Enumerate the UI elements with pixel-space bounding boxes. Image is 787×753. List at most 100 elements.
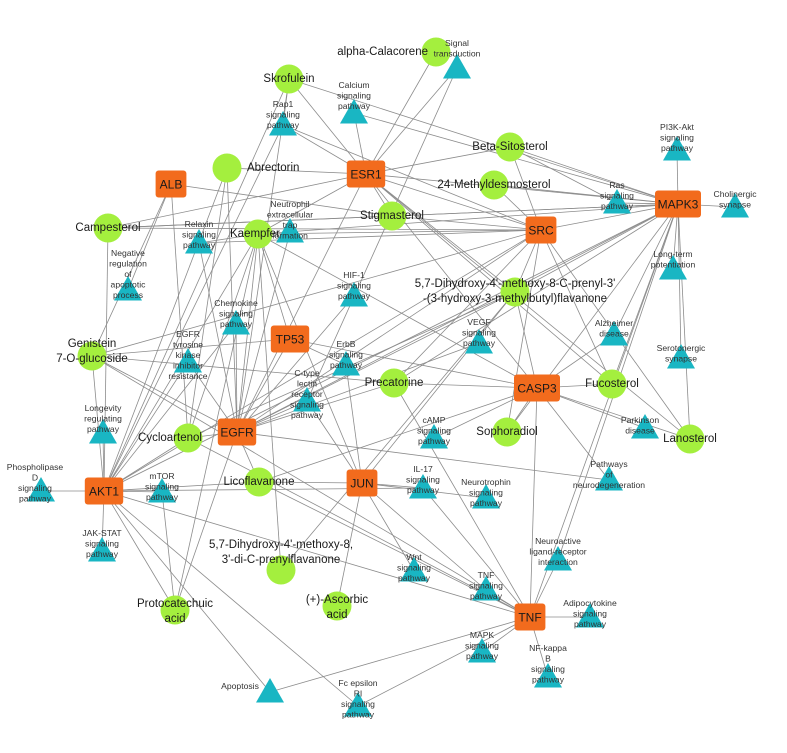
node-fucosterol[interactable]: Fucosterol	[585, 369, 639, 399]
pathway-label: HIF-1	[343, 270, 365, 280]
edge-mapk3-serotonergic	[677, 203, 682, 359]
compound-label: Sophoradiol	[476, 426, 537, 438]
edge-abrectorin-cycloartenol	[187, 167, 228, 439]
node-esr1[interactable]: ESR1	[346, 160, 386, 188]
node-licoflavanone[interactable]: Licoflavanone	[224, 467, 295, 497]
compound-label: acid	[164, 613, 185, 625]
pathway-label: pathway	[291, 410, 324, 420]
pathway-label: process	[113, 290, 143, 300]
node-abrectorin[interactable]: Abrectorin	[212, 153, 300, 183]
pathway-label: pathway	[466, 651, 499, 661]
pathway-label: pathway	[342, 710, 375, 720]
edge-jun-erbb	[345, 364, 363, 484]
node-casp3[interactable]: CASP3	[514, 374, 560, 402]
node-campesterol[interactable]: Campesterol	[75, 213, 141, 243]
node-src[interactable]: SRC	[525, 216, 557, 244]
compound-label: Stigmasterol	[360, 210, 424, 222]
node-skrofulein[interactable]: Skrofulein	[263, 64, 315, 94]
node-diprenylflavanone[interactable]: 5,7-Dihydroxy-4'-methoxy-8,3'-di-C-preny…	[209, 539, 353, 585]
pathway-label: resistance	[168, 371, 207, 381]
pathway-label: disease	[625, 426, 655, 436]
gene-label: SRC	[528, 224, 554, 238]
node-stigmasterol[interactable]: Stigmasterol	[360, 201, 424, 231]
edge-tnf-apoptosis	[269, 616, 531, 693]
compound-node-shape	[379, 368, 409, 398]
node-lanosterol[interactable]: Lanosterol	[663, 424, 717, 454]
node-beta-sitosterol[interactable]: Beta-Sitosterol	[472, 132, 548, 162]
pathway-label: Parkinson	[621, 415, 659, 425]
node-mapk3[interactable]: MAPK3	[655, 190, 701, 218]
node-akt1[interactable]: AKT1	[84, 477, 124, 505]
pathway-node-shape	[174, 348, 202, 373]
edge-jun-ascorbic	[336, 482, 363, 607]
pathway-node-shape	[576, 603, 604, 628]
pathway-label: pathway	[470, 498, 503, 508]
gene-node-shape	[270, 325, 310, 353]
edge-egfr-vegf	[236, 342, 480, 433]
node-jun[interactable]: JUN	[346, 469, 378, 497]
compound-label: Skrofulein	[263, 73, 314, 85]
pathway-label: B	[545, 654, 551, 664]
pathway-label: pathway	[338, 101, 371, 111]
node-kaempferol[interactable]: Kaempfer	[230, 219, 280, 249]
pathway-node-shape	[27, 477, 55, 502]
edge-src-fucosterol	[540, 229, 613, 385]
node-tp53[interactable]: TP53	[270, 325, 310, 353]
node-cycloartenol[interactable]: Cycloartenol	[138, 423, 203, 453]
node-apoptosis[interactable]: Apoptosis	[221, 678, 284, 703]
edge-akt1-apoptosis	[103, 490, 271, 693]
edge-casp3-neurodegen	[536, 387, 610, 481]
node-sophoradiol[interactable]: Sophoradiol	[476, 417, 538, 447]
node-24-methyldesmosterol[interactable]: 24-Methyldesmosterol	[437, 170, 551, 200]
pathway-label: pathway	[338, 291, 371, 301]
node-dihydroxy-prenyl-flavanone[interactable]: 5,7-Dihydroxy-4'-methoxy-8-C-prenyl-3'-(…	[415, 277, 616, 307]
pathway-node-shape	[148, 478, 176, 503]
node-tnf[interactable]: TNF	[514, 603, 546, 631]
node-alpha-calacorene[interactable]: alpha-Calacorene	[337, 37, 451, 67]
node-alb[interactable]: ALB	[155, 170, 187, 198]
edge-casp3-lanosterol	[536, 387, 691, 440]
pathway-label: TNF	[478, 570, 495, 580]
edge-casp3-kaempferol	[257, 233, 538, 389]
node-egfr[interactable]: EGFR	[217, 418, 257, 446]
node-precatorine[interactable]: Precatorine	[365, 368, 424, 398]
pathway-label: signaling	[145, 482, 179, 492]
